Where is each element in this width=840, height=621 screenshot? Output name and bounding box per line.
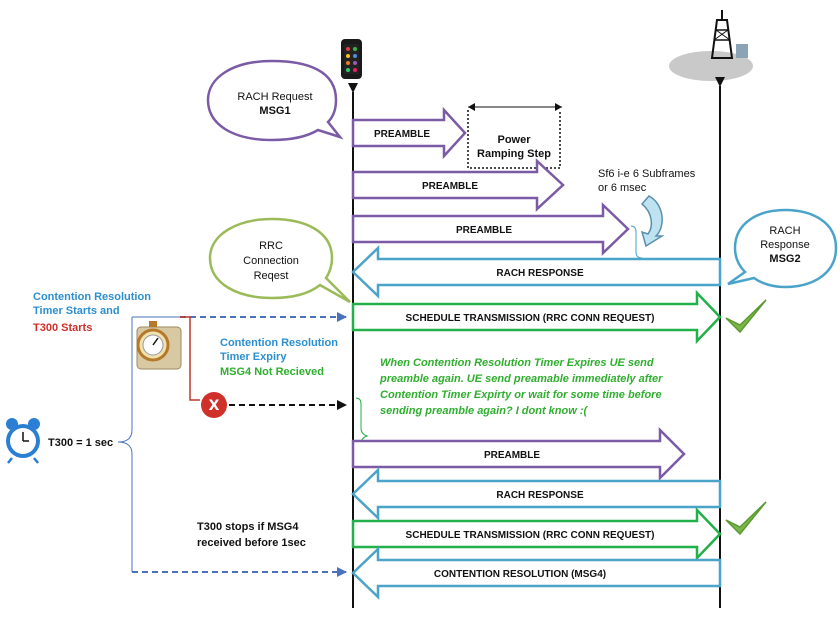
crt-expiry-text-1: Contention Resolution [220,337,338,349]
rrc-text-3: Reqest [254,270,289,282]
schedule-transmission-label-2: SCHEDULE TRANSMISSION (RRC CONN REQUEST) [406,530,655,541]
schedule-transmission-arrow-1: SCHEDULE TRANSMISSION (RRC CONN REQUEST) [351,289,722,345]
question-line-4: sending preamble again? I dont know :( [380,405,589,417]
rach-request-text: RACH Request [237,91,312,103]
curved-arrow-icon [640,195,665,248]
t300-value-text: T300 = 1 sec [48,437,113,449]
timer-red-bracket [180,316,200,401]
question-note: When Contention Resolution Timer Expires… [379,357,663,417]
red-x-icon: X [201,392,227,418]
msg2-text: MSG2 [769,253,800,265]
question-line-1: When Contention Resolution Timer Expires… [380,357,654,369]
t300-stops-text-1: T300 stops if MSG4 [197,521,299,533]
rrc-connection-request-bubble: RRC Connection Reqest [208,217,351,304]
brace-right [630,225,643,259]
schedule-transmission-arrow-2: SCHEDULE TRANSMISSION (RRC CONN REQUEST) [351,506,722,562]
crt-start-text-2: Timer Starts and [33,305,120,317]
contention-resolution-arrow: CONTENTION RESOLUTION (MSG4) [351,546,722,600]
preamble-label-2: PREAMBLE [422,181,478,192]
question-line-2: preamble again. UE send preamable immedi… [379,373,663,385]
preamble-label-3: PREAMBLE [456,225,512,236]
schedule-transmission-label-1: SCHEDULE TRANSMISSION (RRC CONN REQUEST) [406,313,655,324]
preamble-arrow-4: PREAMBLE [351,426,686,482]
alarm-clock-icon [6,418,40,464]
rach-response-label-1: RACH RESPONSE [496,268,584,279]
rach-response-text-2: Response [760,239,810,251]
base-station-tower-icon [669,10,753,81]
rach-response-bubble: RACH Response MSG2 [727,208,838,289]
t300-stops-text-2: received before 1sec [197,537,306,549]
preamble-label-4: PREAMBLE [484,450,540,461]
preamble-label-1: PREAMBLE [374,129,430,140]
brace-left-green [355,397,369,445]
preamble-arrow-1: PREAMBLE [351,106,467,160]
stopwatch-icon [136,321,182,370]
ramping-step-text: Ramping Step [477,148,551,160]
green-checkmark-icon-2 [725,501,767,536]
green-checkmark-icon [725,299,767,334]
question-line-3: Contention Timer Expirty or wait for som… [380,389,662,401]
rach-response-arrow-2: RACH RESPONSE [351,467,722,521]
rrc-text-2: Connection [243,255,299,267]
sf6-text-1: Sf6 i-e 6 Subframes [598,168,696,180]
rach-response-label-2: RACH RESPONSE [496,490,584,501]
rach-response-text-1: RACH [769,225,800,237]
power-text: Power [497,134,531,146]
rach-request-bubble: RACH Request MSG1 [206,59,344,142]
mobile-phone-icon [341,39,362,79]
contention-resolution-label: CONTENTION RESOLUTION (MSG4) [434,569,606,580]
rach-response-arrow-1: RACH RESPONSE [351,245,722,299]
preamble-arrow-2: PREAMBLE [351,158,565,212]
crt-start-text-1: Contention Resolution [33,291,151,303]
crt-expiry-text-2: Timer Expiry [220,351,287,363]
msg4-not-received-text: MSG4 Not Recieved [220,366,324,378]
power-ramping-step-box: Power Ramping Step [467,103,562,169]
t300-starts-text: T300 Starts [33,322,92,334]
rrc-text-1: RRC [259,240,283,252]
t300-brace [117,317,133,572]
svg-text:X: X [209,398,220,414]
preamble-arrow-3: PREAMBLE [351,202,630,256]
msg1-text: MSG1 [259,105,290,117]
sf6-text-2: or 6 msec [598,182,647,194]
